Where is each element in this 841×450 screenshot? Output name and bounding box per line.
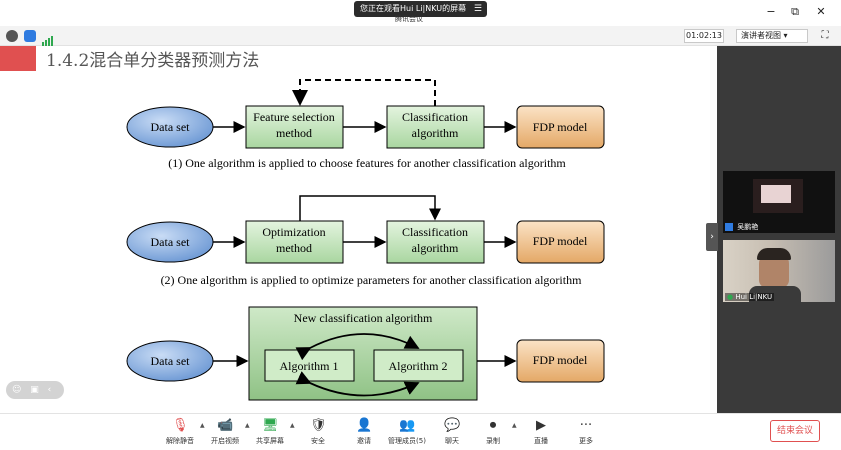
more-button[interactable]: ··· 更多 <box>579 418 593 445</box>
alg1-label: Algorithm 1 <box>280 359 339 373</box>
record-options-caret[interactable]: ▲ <box>512 422 517 429</box>
live-icon: ▶ <box>536 418 546 433</box>
feature-label-line1: Feature selection <box>253 110 335 124</box>
collapse-panel-button[interactable]: › <box>706 223 718 251</box>
chat-bubble-icon[interactable]: ▣ <box>30 385 39 395</box>
start-video-button[interactable]: 📹 开启视频 <box>211 418 239 445</box>
class-label-1-line1: Classification <box>402 110 468 124</box>
fdp-label-3: FDP model <box>533 353 588 367</box>
class-label-2-line2: algorithm <box>412 241 459 255</box>
close-button[interactable]: ✕ <box>816 5 826 18</box>
caption-1: (1) One algorithm is applied to choose f… <box>168 156 566 170</box>
record-button[interactable]: ⏺ 录制 <box>486 418 500 445</box>
meeting-timer: 01:02:13 <box>684 29 724 43</box>
shield-icon: 🛡 <box>310 418 327 433</box>
unmute-button[interactable]: 🎙 解除静音 <box>166 418 194 445</box>
audio-options-caret[interactable]: ▲ <box>200 422 205 429</box>
exchange-arrow-bottom <box>295 371 420 397</box>
class-label-1-line2: algorithm <box>412 126 459 140</box>
view-mode-dropdown[interactable]: 演讲者视图 ▾ <box>736 29 808 43</box>
fdp-box-3 <box>516 339 605 383</box>
participant-tile-1[interactable]: 吴鹏艳 <box>723 171 835 233</box>
shield-icon[interactable] <box>24 30 36 42</box>
share-options-caret[interactable]: ▲ <box>290 422 295 429</box>
container-label: New classification algorithm <box>294 311 433 325</box>
alg2-label: Algorithm 2 <box>389 359 448 373</box>
video-options-caret[interactable]: ▲ <box>245 422 250 429</box>
more-icon: ··· <box>579 418 593 433</box>
dataset-label-3: Data set <box>151 354 191 368</box>
participant-name-2: ● Hui Li|NKU <box>725 293 775 301</box>
fdp-label-1: FDP model <box>533 120 588 134</box>
caption-2: (2) One algorithm is applied to optimize… <box>161 273 583 287</box>
restore-button[interactable]: ⧉ <box>791 5 799 18</box>
optimization-box <box>245 220 344 264</box>
share-notice-text: 您正在观看Hui Li|NKU的屏幕 <box>360 4 467 13</box>
mic-icon: ● <box>727 293 734 301</box>
end-meeting-button[interactable]: 结束会议 <box>770 420 820 442</box>
fdp-box-1 <box>516 105 605 149</box>
invite-button[interactable]: 👤 邀请 <box>356 418 373 445</box>
opt-label-line1: Optimization <box>262 225 325 239</box>
info-icon[interactable] <box>6 30 18 42</box>
feature-label-line2: method <box>276 126 312 140</box>
add-user-icon: 👤 <box>356 418 373 433</box>
slide-title: 1.4.2混合单分类器预测方法 <box>46 51 260 71</box>
diagram-1: Data set Feature selection method Classi… <box>126 79 605 170</box>
fullscreen-icon[interactable]: ⛶ <box>821 30 829 41</box>
diagram-3: Data set New classification algorithm Al… <box>126 306 605 401</box>
thumbnail-slide <box>761 185 791 203</box>
shared-slide: 1.4.2混合单分类器预测方法 <box>0 46 717 413</box>
share-screen-icon: 🖥 <box>262 418 279 433</box>
manage-members-button[interactable]: 👥 管理成员(5) <box>388 418 426 445</box>
dataset-label-1: Data set <box>151 120 191 134</box>
diagram-2: Data set Optimization method Classificat… <box>126 195 605 287</box>
shared-screen-thumbnail <box>753 179 803 213</box>
members-icon: 👥 <box>399 418 416 433</box>
mic-muted-icon: 🎙 <box>172 418 189 433</box>
title-bar: 您正在观看Hui Li|NKU的屏幕 ☰ 腾讯会议 − ⧉ ✕ <box>0 0 841 26</box>
meeting-controls: 🎙 解除静音 ▲ 📹 开启视频 ▲ 🖥 共享屏幕 ▲ 🛡 安全 👤 邀请 👥 管… <box>0 413 841 450</box>
chat-icon: 💬 <box>444 418 461 433</box>
info-row: 01:02:13 演讲者视图 ▾ ⛶ <box>0 26 841 46</box>
user-icon <box>725 223 733 231</box>
minimize-button[interactable]: − <box>766 5 776 18</box>
signal-icon <box>42 31 54 46</box>
emoji-icon[interactable]: ☺ <box>12 385 22 395</box>
participant-tile-2[interactable]: ● Hui Li|NKU <box>723 240 835 302</box>
chat-button[interactable]: 💬 聊天 <box>444 418 461 445</box>
floating-emoji-bar[interactable]: ☺ ▣ ‹ <box>6 381 64 399</box>
dataset-label-2: Data set <box>151 235 191 249</box>
opt-label-line2: method <box>276 241 312 255</box>
meeting-name: 腾讯会议 <box>395 15 423 23</box>
participant-name-1: 吴鹏艳 <box>725 222 758 232</box>
feature-selection-box <box>245 105 344 149</box>
screen-share-notice[interactable]: 您正在观看Hui Li|NKU的屏幕 ☰ <box>354 1 487 17</box>
classification-box-2 <box>386 220 485 264</box>
slide-accent-bar <box>0 46 36 71</box>
camera-off-icon: 📹 <box>217 418 234 433</box>
optimize-arrow <box>299 195 441 221</box>
security-button[interactable]: 🛡 安全 <box>310 418 327 445</box>
exchange-arrow-top <box>295 333 420 361</box>
live-stream-button[interactable]: ▶ 直播 <box>534 418 548 445</box>
chevron-left-icon[interactable]: ‹ <box>47 385 52 395</box>
feedback-dashed-arrow <box>292 79 436 106</box>
share-screen-button[interactable]: 🖥 共享屏幕 <box>256 418 284 445</box>
record-icon: ⏺ <box>489 418 497 433</box>
hybrid-diagrams: Data set Feature selection method Classi… <box>126 79 605 401</box>
webcam-hair <box>757 248 791 260</box>
menu-icon[interactable]: ☰ <box>473 4 482 14</box>
fdp-label-2: FDP model <box>533 234 588 248</box>
fdp-box-2 <box>516 220 605 264</box>
webcam-shirt <box>749 286 801 302</box>
class-label-2-line1: Classification <box>402 225 468 239</box>
classification-box-1 <box>386 105 485 149</box>
